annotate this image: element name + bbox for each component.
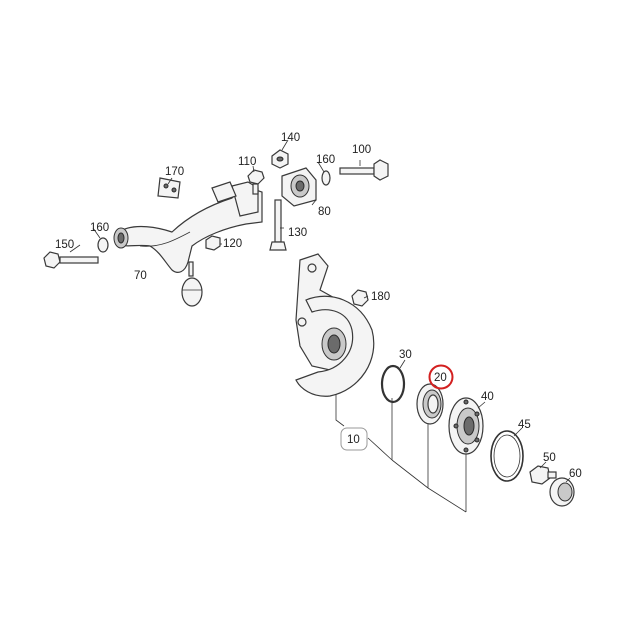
- washer-160[interactable]: [97, 237, 109, 253]
- callout-140[interactable]: 140: [281, 132, 300, 144]
- callout-110[interactable]: 110: [238, 156, 256, 168]
- callout-130[interactable]: 130: [288, 227, 307, 239]
- control-arm[interactable]: [113, 181, 263, 273]
- circlip-30[interactable]: [380, 364, 406, 404]
- nut-140[interactable]: [271, 149, 289, 169]
- callout-160[interactable]: 160: [316, 154, 335, 166]
- callout-50[interactable]: 50: [543, 452, 556, 464]
- callout-150[interactable]: 150: [55, 239, 74, 251]
- callout-20[interactable]: 20: [434, 372, 447, 384]
- callout-80[interactable]: 80: [318, 206, 331, 218]
- sensor-ring-45[interactable]: [490, 430, 524, 482]
- highlight-circle: [428, 364, 454, 390]
- bracket-170[interactable]: [157, 177, 181, 199]
- callout-40[interactable]: 40: [481, 391, 494, 403]
- bolt-150[interactable]: [43, 251, 99, 269]
- callout-160-left[interactable]: 160: [90, 222, 109, 234]
- bolt-130[interactable]: [269, 199, 287, 251]
- callout-30[interactable]: 30: [399, 349, 412, 361]
- washer-160b[interactable]: [321, 170, 331, 186]
- callout-10-box: [340, 427, 368, 451]
- wheel-bearing-20[interactable]: [416, 383, 444, 425]
- bolt-100[interactable]: [339, 159, 389, 181]
- hub-nut-50[interactable]: [529, 465, 557, 485]
- callout-70[interactable]: 70: [134, 270, 147, 282]
- callout-60[interactable]: 60: [569, 468, 582, 480]
- wheel-hub-40[interactable]: [448, 397, 484, 455]
- callout-45[interactable]: 45: [518, 419, 531, 431]
- callout-170[interactable]: 170: [165, 166, 184, 178]
- grease-cap-60[interactable]: [549, 477, 575, 507]
- steering-knuckle[interactable]: [295, 253, 357, 371]
- callout-180[interactable]: 180: [371, 291, 390, 303]
- bolt-180[interactable]: [351, 289, 369, 307]
- dust-shield[interactable]: [295, 295, 375, 397]
- bushing-mount-80[interactable]: [281, 167, 317, 207]
- callout-120[interactable]: 120: [223, 238, 242, 250]
- bolt-110[interactable]: [247, 169, 265, 195]
- callout-10[interactable]: 10: [347, 434, 360, 446]
- ball-joint[interactable]: [181, 261, 203, 307]
- callout-100[interactable]: 100: [352, 144, 371, 156]
- leader-lines: [69, 139, 571, 513]
- nut-120[interactable]: [205, 235, 221, 251]
